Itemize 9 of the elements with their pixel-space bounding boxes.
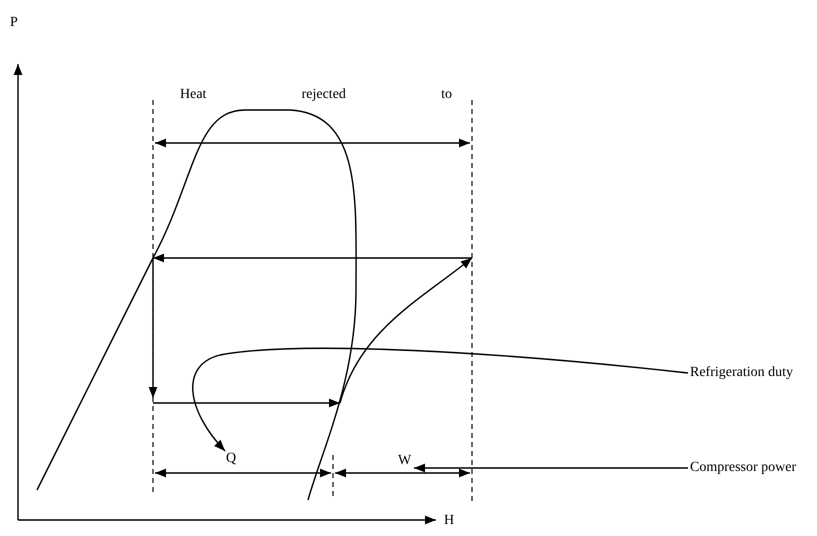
callout-text: Refrigeration duty — [690, 364, 794, 382]
axis-label: P — [10, 14, 18, 32]
dimension-label: Q — [226, 450, 236, 468]
leader-arrow — [414, 464, 688, 472]
axis-label: H — [444, 512, 454, 530]
callout-text: Compressor power — [690, 459, 796, 477]
dimension-label: W — [398, 452, 412, 470]
leader-arrow — [192, 348, 688, 452]
dimension-label: Heat rejected to — [180, 86, 452, 104]
